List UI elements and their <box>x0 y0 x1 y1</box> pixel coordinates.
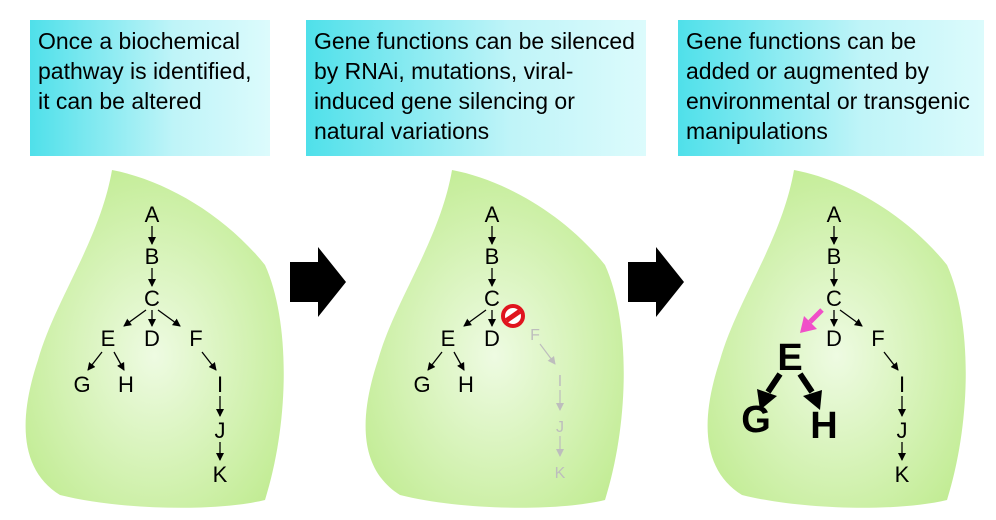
node-j: J <box>897 418 908 443</box>
node-d: D <box>826 326 842 351</box>
node-g: G <box>413 372 430 397</box>
node-a: A <box>485 202 500 227</box>
pink-arrow-icon <box>800 308 824 333</box>
leaf-shape-1 <box>25 170 284 508</box>
node-f-faded: F <box>530 327 540 344</box>
bold-arrows <box>757 372 822 410</box>
node-b: B <box>485 244 500 269</box>
node-c: C <box>484 286 500 311</box>
node-h: H <box>458 372 474 397</box>
node-h: H <box>118 372 134 397</box>
leaf-shape-2 <box>365 170 624 508</box>
node-c: C <box>826 286 842 311</box>
node-e-enhanced: E <box>777 337 802 379</box>
node-d: D <box>484 326 500 351</box>
caption-silenced: Gene functions can be silenced by RNAi, … <box>306 20 646 156</box>
node-g: G <box>73 372 90 397</box>
caption-altered: Once a biochemical pathway is identified… <box>30 20 270 156</box>
leaf-shape-3 <box>707 170 966 508</box>
node-k: K <box>895 462 910 487</box>
node-j: J <box>215 418 226 443</box>
node-e: E <box>441 326 456 351</box>
pathway-2: A B C E D F G H I J K <box>413 202 565 482</box>
node-k: K <box>213 462 228 487</box>
node-i: I <box>899 372 905 397</box>
node-a: A <box>145 202 160 227</box>
node-i-faded: I <box>558 373 562 390</box>
node-j-faded: J <box>556 419 564 436</box>
node-c: C <box>144 286 160 311</box>
flow-arrow-icon-2 <box>628 247 684 317</box>
caption-augmented: Gene functions can be added or augmented… <box>678 20 984 156</box>
pathway-3: A B C D F E G H I J K <box>741 202 909 487</box>
pathway-1: A B C E D F G H I J K <box>73 202 227 487</box>
node-e: E <box>101 326 116 351</box>
node-k-faded: K <box>555 465 566 482</box>
node-a: A <box>827 202 842 227</box>
node-h-enhanced: H <box>810 405 837 447</box>
node-f: F <box>871 326 884 351</box>
node-b: B <box>827 244 842 269</box>
block-icon <box>501 304 525 328</box>
flow-arrow-icon-1 <box>290 247 346 317</box>
node-i: I <box>217 372 223 397</box>
node-g-enhanced: G <box>741 399 771 441</box>
node-d: D <box>144 326 160 351</box>
node-f: F <box>189 326 202 351</box>
node-b: B <box>145 244 160 269</box>
